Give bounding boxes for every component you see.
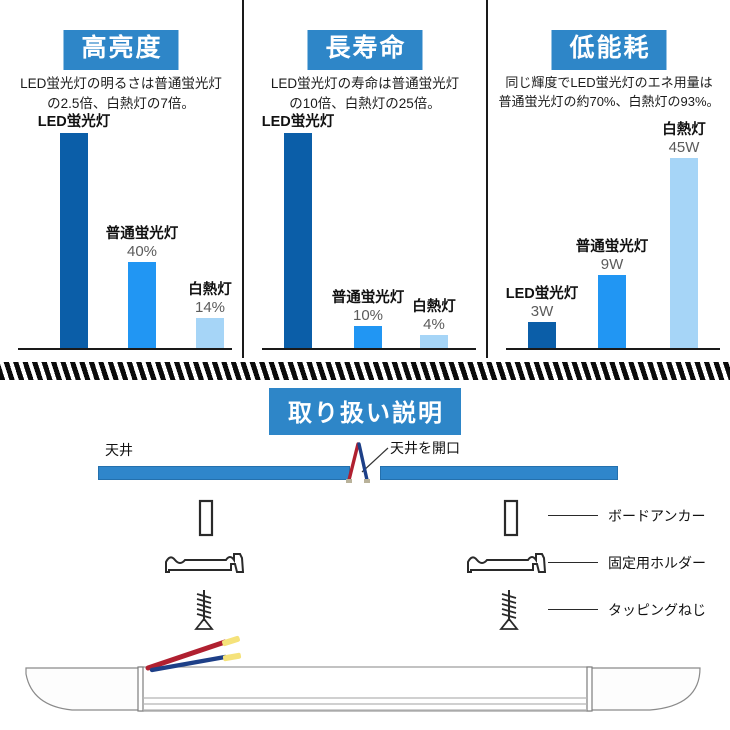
chart-axis <box>506 348 720 350</box>
tapping-screw-icon-left <box>194 590 214 630</box>
bar-label-led: LED蛍光灯 <box>261 114 335 131</box>
ceiling-connector-wires <box>346 442 370 483</box>
fixture-lead-wires <box>145 635 242 673</box>
panel-description-power: 同じ輝度でLED蛍光灯のエネ用量は 普通蛍光灯の約70%、白熱灯の93%。 <box>488 74 730 112</box>
leader-dash-anchor <box>548 515 598 516</box>
tapping-screw-icon-right <box>499 590 519 630</box>
bar-label-incandescent: 白熱灯 14% <box>188 282 232 316</box>
opening-leader-line <box>361 447 389 473</box>
led-fixture-illustration <box>25 666 701 712</box>
bar-led <box>284 133 312 348</box>
panel-badge-brightness: 高亮度 <box>63 30 179 70</box>
bar-incandescent <box>670 158 698 348</box>
bar-label-fluorescent: 普通蛍光灯 40% <box>105 226 179 260</box>
instructions-badge: 取り扱い説明 <box>269 388 461 435</box>
desc-line: 普通蛍光灯の約70%、白熱灯の93%。 <box>498 93 720 109</box>
wire-tip-blue <box>222 652 242 662</box>
ceiling-board-left <box>98 466 350 480</box>
bar-incandescent <box>196 318 224 348</box>
board-anchor-icon-left <box>198 499 214 537</box>
desc-line: LED蛍光灯の寿命は普通蛍光灯 <box>270 76 460 91</box>
bar-label-fluorescent: 普通蛍光灯 9W <box>575 239 649 273</box>
bar-fluorescent <box>128 262 156 348</box>
bar-fluorescent <box>354 326 382 348</box>
panel-description-brightness: LED蛍光灯の明るさは普通蛍光灯 の2.5倍、白熱灯の7倍。 <box>0 74 242 113</box>
leader-dash-screw <box>548 609 598 610</box>
bar-led <box>60 133 88 348</box>
board-anchor-icon-right <box>503 499 519 537</box>
wire-tip-red <box>222 635 240 647</box>
panel-description-lifespan: LED蛍光灯の寿命は普通蛍光灯 の10倍、白熱灯の25倍。 <box>244 74 486 113</box>
desc-line: 同じ輝度でLED蛍光灯のエネ用量は <box>505 75 713 90</box>
bar-led <box>528 322 556 348</box>
feature-panel-lifespan: 長寿命 LED蛍光灯の寿命は普通蛍光灯 の10倍、白熱灯の25倍。 LED蛍光灯 <box>242 0 486 358</box>
bar-chart-power: LED蛍光灯 3W 普通蛍光灯 9W 白 <box>506 115 720 350</box>
fixing-holder-icon-right <box>467 553 547 573</box>
label-ceiling: 天井 <box>105 442 133 458</box>
bar-fluorescent <box>598 275 626 348</box>
feature-panel-brightness: 高亮度 LED蛍光灯の明るさは普通蛍光灯 の2.5倍、白熱灯の7倍。 LED蛍光… <box>0 0 242 358</box>
leader-dash-holder <box>548 562 598 563</box>
wire-tip-right <box>364 479 370 483</box>
panel-badge-lifespan: 長寿命 <box>307 30 423 70</box>
bar-label-incandescent: 白熱灯 45W <box>662 122 706 156</box>
hatched-divider <box>0 362 730 380</box>
chart-axis <box>262 348 476 350</box>
bar-chart-lifespan: LED蛍光灯 普通蛍光灯 10% 白熱灯 <box>261 114 476 350</box>
bar-label-led: LED蛍光灯 <box>37 114 111 131</box>
fixing-holder-icon-left <box>165 553 245 573</box>
feature-panel-power: 低能耗 同じ輝度でLED蛍光灯のエネ用量は 普通蛍光灯の約70%、白熱灯の93%… <box>486 0 730 358</box>
instructions-section: 取り扱い説明 天井 天井を開口 <box>0 380 730 730</box>
ceiling-board-right <box>380 466 618 480</box>
chart-axis <box>18 348 232 350</box>
bar-label-incandescent: 白熱灯 4% <box>412 299 456 333</box>
feature-panels: 高亮度 LED蛍光灯の明るさは普通蛍光灯 の2.5倍、白熱灯の7倍。 LED蛍光… <box>0 0 730 358</box>
desc-line: LED蛍光灯の明るさは普通蛍光灯 <box>20 76 222 91</box>
bar-label-led: LED蛍光灯 3W <box>505 286 579 320</box>
label-ceiling-opening: 天井を開口 <box>390 440 460 456</box>
bar-chart-brightness: LED蛍光灯 普通蛍光灯 40% 白熱灯 <box>18 114 232 350</box>
panel-badge-power: 低能耗 <box>551 30 667 70</box>
part-label-fixing-holder: 固定用ホルダー <box>608 555 706 571</box>
bar-incandescent <box>420 335 448 348</box>
wire-tip-left <box>346 479 352 483</box>
part-label-board-anchor: ボードアンカー <box>608 508 706 524</box>
desc-line: の10倍、白熱灯の25倍。 <box>289 95 441 111</box>
desc-line: の2.5倍、白熱灯の7倍。 <box>47 95 195 111</box>
bar-label-fluorescent: 普通蛍光灯 10% <box>331 290 405 324</box>
part-label-tapping-screw: タッピングねじ <box>608 602 706 618</box>
